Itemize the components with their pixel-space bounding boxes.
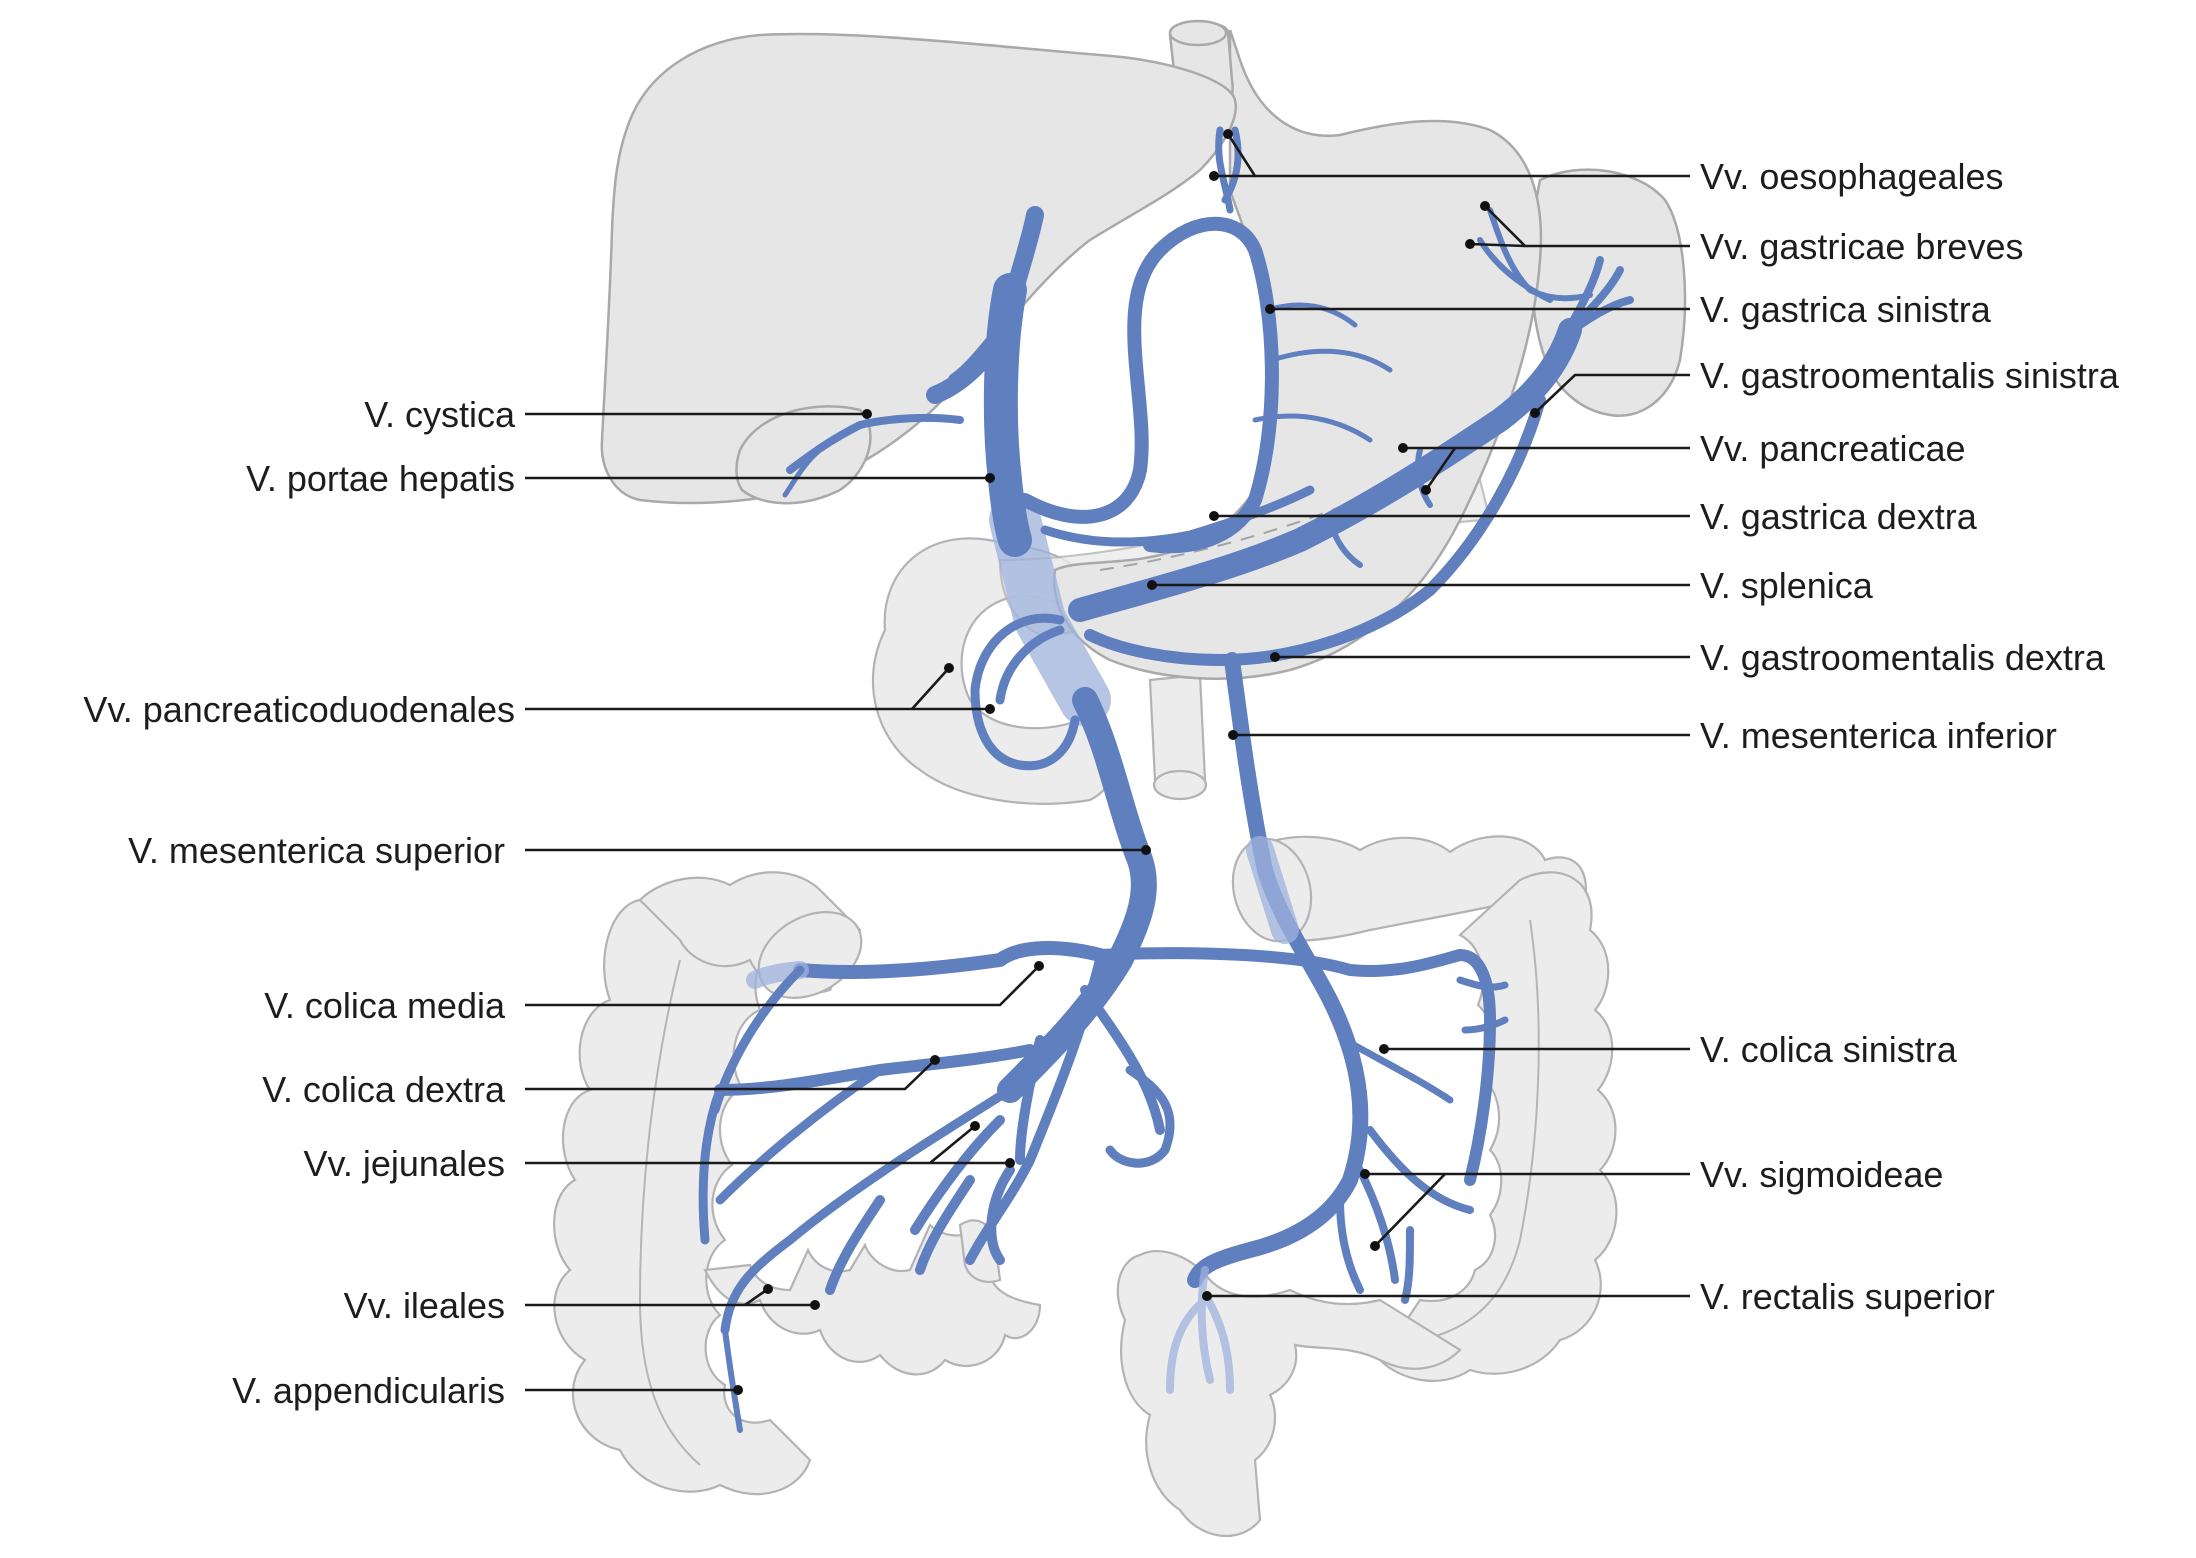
label-colica-media: V. colica media: [264, 985, 506, 1026]
dot-colica-dextra: [930, 1055, 940, 1065]
label-pancreaticae: Vv. pancreaticae: [1700, 428, 1965, 469]
label-cystica: V. cystica: [364, 394, 516, 435]
label-rectalis-superior: V. rectalis superior: [1700, 1276, 1995, 1317]
left-gastric-vein: [1018, 216, 1279, 554]
leader-gastricae-breves-b: [1469, 242, 1526, 248]
left-colic-branches: [1341, 976, 1509, 1104]
label-gastrica-dextra: V. gastrica dextra: [1700, 496, 1978, 537]
inferior-mesenteric-vein-ghost: [1246, 836, 1299, 944]
dot-rectalis-superior: [1202, 1291, 1212, 1301]
label-colica-dextra: V. colica dextra: [262, 1069, 506, 1110]
splenic-vein: [1068, 318, 1582, 622]
dot-appendicularis: [733, 1385, 743, 1395]
dot-gastrica-sinistra: [1265, 304, 1275, 314]
left-gastric-branches: [1252, 302, 1393, 443]
dot-colica-sinistra: [1379, 1044, 1389, 1054]
dot-pancreaticoduodenales-2: [944, 663, 954, 673]
dot-gastroomentalis-dextra: [1270, 652, 1280, 662]
label-colica-sinistra: V. colica sinistra: [1700, 1029, 1958, 1070]
label-splenica: V. splenica: [1700, 565, 1874, 606]
dot-oesophageales-2: [1209, 171, 1219, 181]
left-gastroomental-vein: [1084, 394, 1546, 666]
leader-dots: [733, 129, 1540, 1395]
sigmoid-veins: [1336, 1126, 1474, 1304]
splenic-hilum-branches: [1556, 256, 1634, 344]
jejunal-loop-arcade: [1105, 1065, 1175, 1168]
pancreatic-veins: [1327, 447, 1433, 568]
vessel-stub-opening: [1152, 769, 1208, 801]
dot-mesenterica-superior: [1141, 845, 1151, 855]
label-ileales: Vv. ileales: [344, 1285, 505, 1326]
middle-colic-vein: [793, 941, 1107, 979]
leader-lines: [525, 133, 1690, 1392]
small-intestine: [703, 1223, 1042, 1376]
dot-ileales-1: [810, 1300, 820, 1310]
dot-pancreaticae-2: [1421, 485, 1431, 495]
descending-colon-fold: [1419, 919, 1540, 1341]
leader-pancreaticae-b: [1424, 447, 1457, 491]
superior-mesenteric-vein: [997, 687, 1157, 1103]
labels-left: V. cystica V. portae hepatis Vv. pancrea…: [83, 394, 516, 1411]
dot-jejunales-1: [1005, 1158, 1015, 1168]
portal-branch-right: [1003, 206, 1044, 309]
cystic-vein-twig: [782, 447, 823, 498]
pancreaticoduodenal-veins: [970, 613, 1080, 771]
ascending-colon: [553, 895, 812, 1496]
left-colic-vein: [1094, 947, 1496, 1186]
liver: [600, 32, 1238, 505]
ileocolic-arcades: [698, 965, 1015, 1335]
short-gastric-veins: [1477, 207, 1593, 303]
dot-colica-media: [1034, 961, 1044, 971]
transverse-colon-left: [1258, 835, 1588, 942]
label-gastricae-breves: Vv. gastricae breves: [1700, 226, 2023, 267]
label-mesenterica-inferior: V. mesenterica inferior: [1700, 715, 2057, 756]
label-portae-hepatis: V. portae hepatis: [246, 458, 515, 499]
leader-sigmoideae-b: [1374, 1173, 1446, 1247]
dot-pancreaticae-1: [1398, 443, 1408, 453]
dot-oesophageales-1: [1223, 129, 1233, 139]
leader-colica-media: [525, 965, 1040, 1007]
right-gastric-vein: [1040, 485, 1315, 547]
esophageal-veins: [1215, 126, 1242, 214]
label-appendicularis: V. appendicularis: [232, 1370, 505, 1411]
dot-ileales-2: [763, 1284, 773, 1294]
dot-cystica: [862, 409, 872, 419]
descending-colon: [1378, 871, 1618, 1382]
label-oesophageales: Vv. oesophageales: [1700, 156, 2004, 197]
dot-splenica: [1147, 580, 1157, 590]
portal-branch-mid: [948, 323, 1009, 387]
label-mesenterica-superior: V. mesenterica superior: [128, 830, 505, 871]
label-gastroomentalis-dextra: V. gastroomentalis dextra: [1700, 637, 2106, 678]
dot-pancreaticoduodenales-1: [985, 704, 995, 714]
leader-jejunales-b: [929, 1124, 976, 1165]
leader-pancreaticoduodenales-b: [911, 667, 950, 710]
label-sigmoideae: Vv. sigmoideae: [1700, 1154, 1943, 1195]
label-jejunales: Vv. jejunales: [304, 1143, 505, 1184]
dot-gastricae-breves-2: [1465, 239, 1475, 249]
leader-colica-dextra: [525, 1059, 936, 1091]
dot-gastroomentalis-sinistra: [1530, 408, 1540, 418]
label-pancreaticoduodenales: Vv. pancreaticoduodenales: [83, 689, 515, 730]
superior-rectal-vein: [1166, 1266, 1234, 1394]
dot-gastricae-breves-1: [1480, 201, 1490, 211]
appendicular-vein: [722, 1327, 743, 1433]
label-gastrica-sinistra: V. gastrica sinistra: [1700, 289, 1992, 330]
labels-right: Vv. oesophageales Vv. gastricae breves V…: [1700, 156, 2120, 1317]
veins: [698, 126, 1634, 1433]
dot-mesenterica-inferior: [1228, 730, 1238, 740]
label-gastroomentalis-sinistra: V. gastroomentalis sinistra: [1700, 355, 2120, 396]
leader-gastroomentalis-sinistra: [1534, 373, 1690, 414]
dot-sigmoideae-2: [1370, 1241, 1380, 1251]
dot-sigmoideae-1: [1360, 1169, 1370, 1179]
dot-jejunales-2: [970, 1121, 980, 1131]
dot-gastrica-dextra: [1209, 511, 1219, 521]
jejunal-ileal-veins: [825, 955, 1165, 1295]
esophagus-opening: [1168, 19, 1228, 47]
cystic-vein: [786, 413, 964, 474]
dot-portae-hepatis: [985, 473, 995, 483]
ascending-colon-fold: [638, 959, 701, 1466]
